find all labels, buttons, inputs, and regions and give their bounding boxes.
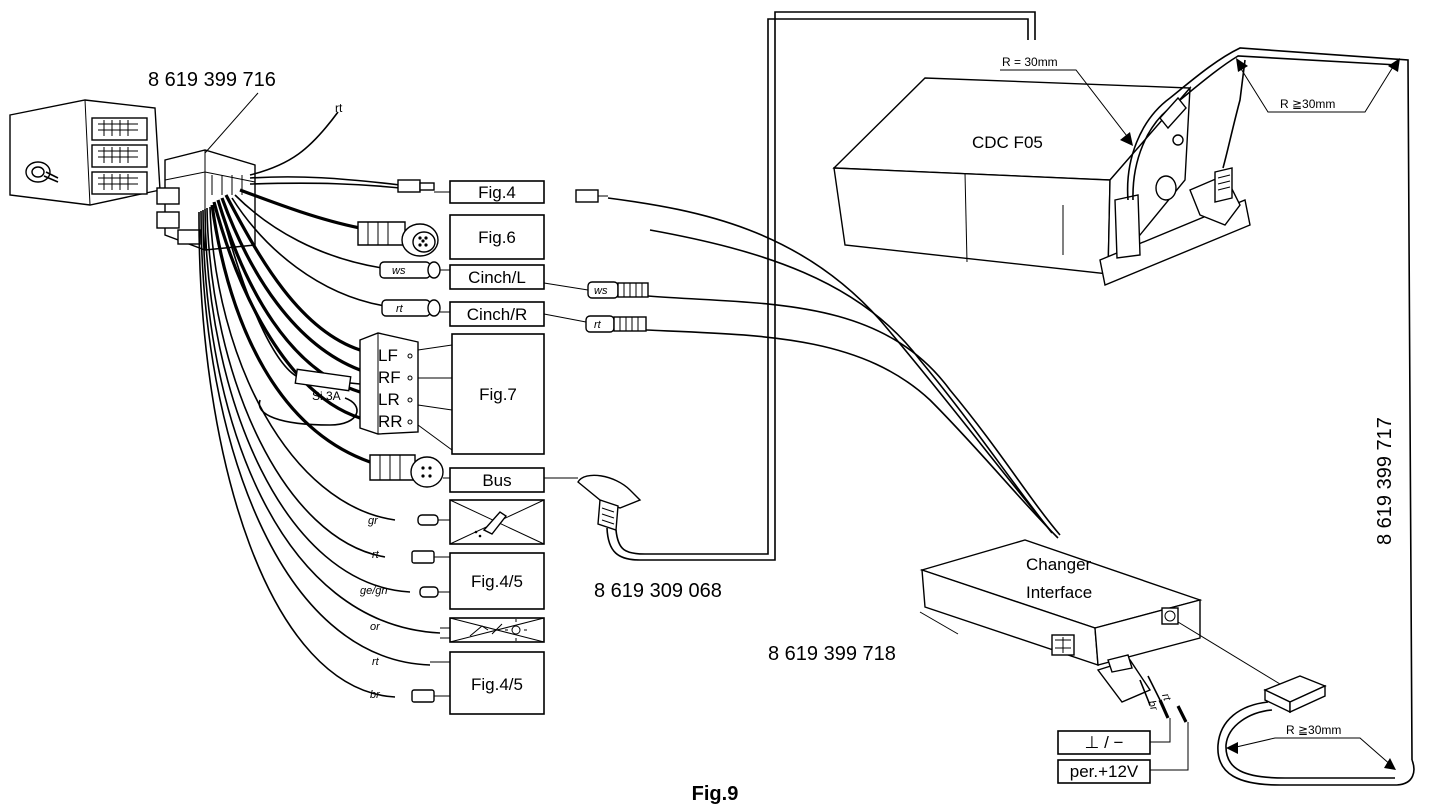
fuse: Si 3A: [294, 368, 352, 403]
box-fig7: Fig.7: [451, 333, 545, 455]
bus-right-angle-connector: [544, 474, 642, 531]
changer-label: CDC F05: [972, 133, 1043, 152]
harness-part-number: 8 619 399 716: [148, 69, 276, 91]
radius-top: R = 30mm: [1000, 55, 1133, 146]
cinch-plug-left: ws: [379, 261, 441, 279]
svg-text:Fig.4/5: Fig.4/5: [471, 572, 523, 591]
box-fig4: Fig.4: [449, 180, 545, 204]
interface-label-1: Changer: [1026, 555, 1092, 574]
svg-text:rt: rt: [594, 319, 602, 331]
cinch-plug-right: rt: [381, 299, 441, 317]
svg-text:Si 3A: Si 3A: [312, 389, 341, 403]
box-bus: Bus: [449, 467, 545, 493]
svg-text:R = 30mm: R = 30mm: [1002, 55, 1058, 69]
svg-text:Bus: Bus: [482, 471, 511, 490]
svg-text:rt: rt: [396, 303, 404, 315]
svg-text:⊥ / −: ⊥ / −: [1085, 733, 1124, 752]
box-fig45-b: Fig.4/5: [449, 651, 545, 715]
flat-connector: [397, 179, 435, 193]
figure-caption: Fig.9: [692, 783, 739, 805]
din-connector-fig6: [357, 221, 439, 257]
wire-color-rt-top: rt: [335, 101, 343, 115]
antenna-light-icon: [469, 619, 527, 641]
speaker-rr: RR: [378, 412, 403, 431]
wire-terminals: [411, 514, 450, 703]
svg-text:Fig.4: Fig.4: [478, 183, 516, 202]
changer-interface: [919, 539, 1203, 667]
wire-color-or: or: [370, 621, 381, 633]
cinch-socket-left: ws: [587, 281, 1061, 536]
svg-text:per.+12V: per.+12V: [1070, 762, 1139, 781]
wire-color-rt1: rt: [372, 549, 380, 561]
screw-icon: [25, 161, 59, 183]
bus-din-connector: [369, 454, 444, 488]
wire-color-gegn: ge/gn: [360, 585, 388, 597]
speaker-rf: RF: [378, 368, 401, 387]
svg-text:R ≧30mm: R ≧30mm: [1286, 723, 1341, 737]
box-fig45-a: Fig.4/5: [449, 552, 545, 610]
power-wire-br: br: [1145, 699, 1160, 714]
radio-connector: [9, 99, 161, 206]
phone-mute-icon: [474, 511, 508, 538]
box-cinch-l: Cinch/L: [449, 264, 545, 290]
power-wire-rt: rt: [1159, 692, 1173, 703]
fig4-remote-connector: [575, 189, 1051, 531]
cd-changer: [832, 47, 1413, 761]
interface-label-2: Interface: [1026, 583, 1092, 602]
interface-part-number: 8 619 399 718: [768, 643, 896, 665]
wire-color-gr: gr: [368, 515, 379, 527]
svg-text:Cinch/R: Cinch/R: [467, 305, 527, 324]
bus-cable-part-number: 8 619 309 068: [594, 580, 722, 602]
box-fig6: Fig.6: [449, 214, 545, 260]
radius-right: R ≧30mm: [1236, 58, 1400, 113]
svg-text:Fig.6: Fig.6: [478, 228, 516, 247]
svg-text:Cinch/L: Cinch/L: [468, 268, 526, 287]
box-perm-12v: per.+12V: [1057, 759, 1151, 784]
wire-color-rt2: rt: [372, 656, 380, 668]
flat-plug-connector: [1263, 675, 1327, 714]
svg-text:ws: ws: [392, 265, 406, 277]
long-cable-part-number: 8 619 399 717: [1374, 417, 1396, 545]
speaker-lf: LF: [378, 346, 398, 365]
pin-grid: [98, 120, 138, 190]
cinch-socket-right: rt: [585, 315, 1059, 539]
power-connector: [1096, 654, 1188, 723]
speaker-connector: LF RF LR RR: [359, 332, 419, 435]
box-ground: ⊥ / −: [1057, 730, 1151, 755]
box-crossed-antenna: [449, 617, 545, 643]
box-cinch-r: Cinch/R: [449, 301, 545, 327]
box-crossed-phone: [449, 499, 545, 545]
wire-color-br: br: [370, 689, 381, 701]
svg-text:R ≧30mm: R ≧30mm: [1280, 97, 1335, 111]
radius-bottom: R ≧30mm: [1226, 723, 1396, 770]
svg-text:Fig.7: Fig.7: [479, 385, 517, 404]
svg-text:Fig.4/5: Fig.4/5: [471, 675, 523, 694]
speaker-lr: LR: [378, 390, 400, 409]
svg-text:ws: ws: [594, 285, 608, 297]
